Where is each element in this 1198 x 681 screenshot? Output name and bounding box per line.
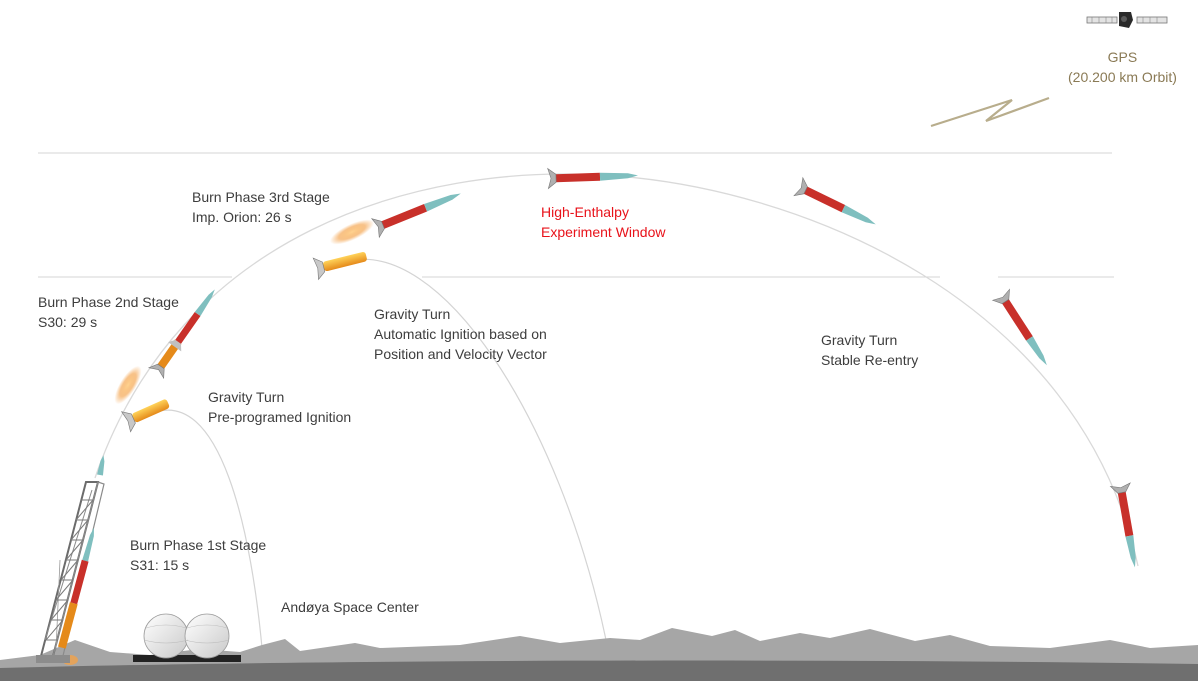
burn-phase-3rd-duration: Imp. Orion: 26 s bbox=[192, 209, 292, 225]
gravity-turn-reentry-title: Gravity Turn bbox=[821, 332, 898, 348]
satellite-icon bbox=[1086, 12, 1168, 28]
launch-tower-icon bbox=[36, 481, 105, 665]
spent-stage-icon bbox=[312, 251, 367, 281]
burn-phase-2nd-duration: S30: 29 s bbox=[38, 314, 98, 330]
gravity-turn-auto-line2: Automatic Ignition based on bbox=[374, 326, 547, 342]
gravity-turn-preprog-title: Gravity Turn bbox=[208, 389, 285, 405]
gravity-turn-preprog-label: Gravity Turn Pre-programed Ignition bbox=[208, 387, 351, 427]
rocket-icon bbox=[793, 176, 876, 225]
gravity-turn-auto-label: Gravity Turn Automatic Ignition based on… bbox=[374, 304, 547, 364]
spent-stage-icon bbox=[120, 399, 170, 433]
gps-label-line2: (20.200 km Orbit) bbox=[1068, 69, 1177, 85]
experiment-window-line1: High-Enthalpy bbox=[541, 204, 629, 220]
altitude-lines bbox=[38, 152, 1114, 278]
site-label: Andøya Space Center bbox=[281, 599, 419, 615]
gps-label: GPS (20.200 km Orbit) bbox=[1068, 47, 1177, 87]
rocket-icon bbox=[147, 289, 215, 380]
gravity-turn-reentry-label: Gravity Turn Stable Re-entry bbox=[821, 330, 918, 370]
burn-phase-1st-label: Burn Phase 1st Stage S31: 15 s bbox=[130, 535, 266, 575]
rocket-icon bbox=[991, 288, 1047, 366]
radar-dome-icon bbox=[133, 613, 241, 662]
radio-link-icon bbox=[930, 96, 1050, 128]
stage3-flame bbox=[329, 219, 375, 245]
experiment-window-label: High-Enthalpy Experiment Window bbox=[541, 202, 666, 242]
stage2-flame bbox=[114, 365, 142, 405]
experiment-window-line2: Experiment Window bbox=[541, 224, 666, 240]
burn-phase-3rd-label: Burn Phase 3rd Stage Imp. Orion: 26 s bbox=[192, 187, 330, 227]
burn-phase-2nd-title: Burn Phase 2nd Stage bbox=[38, 294, 179, 310]
burn-phase-1st-duration: S31: 15 s bbox=[130, 557, 190, 573]
ground-base bbox=[0, 660, 1198, 681]
rocket-icon bbox=[1109, 482, 1136, 568]
stage2-fallback-arc bbox=[344, 258, 607, 641]
rocket-icon bbox=[547, 167, 638, 190]
gravity-turn-preprog-line2: Pre-programed Ignition bbox=[208, 409, 352, 425]
burn-phase-1st-title: Burn Phase 1st Stage bbox=[130, 537, 267, 553]
gravity-turn-auto-line3: Position and Velocity Vector bbox=[374, 346, 547, 362]
rocket-icon bbox=[58, 527, 94, 649]
gps-label-line1: GPS bbox=[1107, 49, 1138, 65]
rocket-icon bbox=[370, 193, 461, 239]
stage1-fallback-arc bbox=[147, 409, 263, 649]
burn-phase-3rd-title: Burn Phase 3rd Stage bbox=[192, 189, 330, 205]
gravity-turn-auto-title: Gravity Turn bbox=[374, 306, 451, 322]
gravity-turn-reentry-line2: Stable Re-entry bbox=[821, 352, 919, 368]
rocket-icon bbox=[97, 455, 105, 476]
burn-phase-2nd-label: Burn Phase 2nd Stage S30: 29 s bbox=[38, 292, 179, 332]
